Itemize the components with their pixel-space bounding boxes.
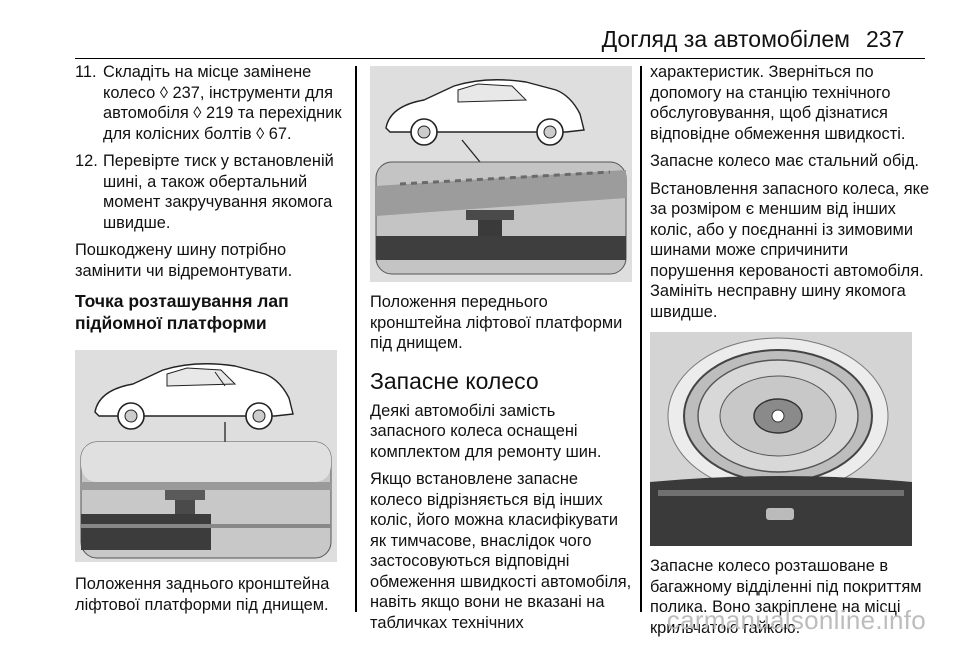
figure-caption: Положення заднього кронштейна ліфтової п… xyxy=(75,575,330,614)
subheading-lift-points: Точка розташування лап підйомної платфор… xyxy=(75,291,289,333)
page-number: 237 xyxy=(866,26,905,52)
step-number: 11. xyxy=(75,63,97,81)
paragraph: Деякі автомобілі замість запасного колес… xyxy=(370,401,602,461)
section-heading-spare-wheel: Запасне колесо xyxy=(370,367,539,394)
step-text: Перевірте тиск у встановленій шині, а та… xyxy=(103,152,334,232)
middle-column: Положення переднього кронштейна ліфтової… xyxy=(370,62,632,640)
paragraph: Пошкоджену шину потрібно замінити чи від… xyxy=(75,241,293,280)
step-text: Складіть на місце замінене колесо ◊ 237,… xyxy=(103,63,342,143)
left-column: 11. Складіть на місце замінене колесо ◊ … xyxy=(75,62,343,622)
figure-caption: Запасне колесо розташоване в багажному в… xyxy=(650,557,922,637)
paragraph: Якщо встановлене запасне колесо відрізня… xyxy=(370,470,632,632)
figure-caption: Положення переднього кронштейна ліфтової… xyxy=(370,293,623,352)
spare-wheel-illustration xyxy=(650,332,912,546)
page-header-title: Догляд за автомобілем xyxy=(601,26,850,52)
paragraph: характеристик. Зверніться по допомогу на… xyxy=(650,63,906,143)
step-item: 11. Складіть на місце замінене колесо ◊ … xyxy=(75,62,343,144)
column-divider-2 xyxy=(640,66,642,612)
column-divider-1 xyxy=(355,66,357,612)
step-item: 12. Перевірте тиск у встановленій шині, … xyxy=(75,151,343,233)
header-rule xyxy=(75,58,925,59)
right-column: характеристик. Зверніться по допомогу на… xyxy=(650,62,930,645)
paragraph: Запасне колесо має стальний обід. xyxy=(650,152,919,170)
watermark: carmanualsonline.info xyxy=(666,605,926,635)
paragraph: Встановлення запасного колеса, яке за ро… xyxy=(650,179,930,321)
step-number: 12. xyxy=(75,152,98,170)
front-lift-point-illustration xyxy=(370,66,632,282)
rear-lift-point-illustration xyxy=(75,350,337,562)
